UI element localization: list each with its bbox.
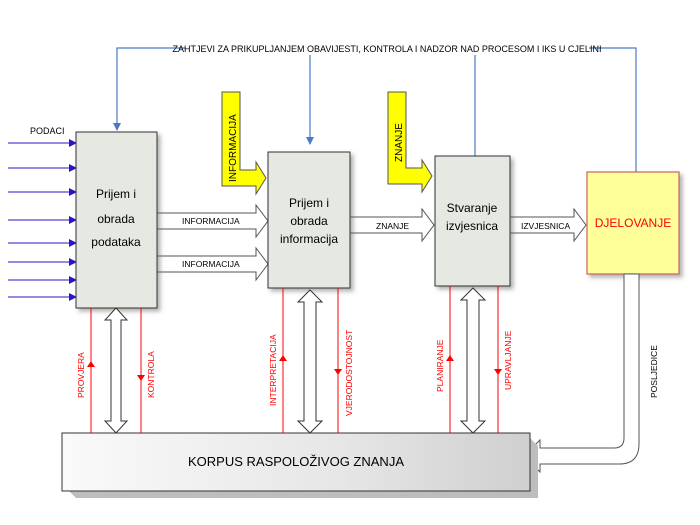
- knowledge-corpus: KORPUS RASPOLOŽIVOG ZNANJA: [61, 432, 538, 498]
- requirements-label: ZAHTJEVI ZA PRIKUPLJANJEM OBAVIJESTI, KO…: [173, 44, 602, 54]
- process-box-information: Prijem i obrada informacija: [267, 151, 351, 289]
- report-arrow: [509, 207, 587, 243]
- flow-arrows: INFORMACIJA INFORMACIJA ZNANJE IZVJESNIC…: [156, 203, 587, 282]
- process-box-report: Stvaranje izvjesnica: [434, 155, 511, 287]
- data-inputs-label: PODACI: [30, 126, 65, 136]
- management-label: UPRAVLJANJE: [503, 330, 513, 390]
- process-box-data-line2: obrada: [97, 212, 135, 226]
- information-arrow-upper-label: INFORMACIJA: [182, 216, 240, 226]
- knowledge-input-arrow: ZNANJE: [387, 91, 433, 194]
- knowledge-input-label: ZNANJE: [394, 123, 405, 162]
- credibility-label: VJERODOSTOJNOST: [344, 330, 354, 416]
- information-input-arrow: INFORMACIJA: [221, 91, 267, 196]
- information-arrow-lower-label: INFORMACIJA: [182, 259, 240, 269]
- planning-label: PLANIRANJE: [435, 339, 445, 392]
- check-label: PROVJERA: [76, 352, 86, 398]
- corpus-links: PROVJERA KONTROLA INTERPRETACIJA VJERODO…: [76, 286, 513, 434]
- process-box-information-line1: Prijem i: [289, 196, 329, 210]
- information-arrow-lower: [156, 246, 269, 282]
- process-box-data-line1: Prijem i: [96, 187, 136, 201]
- feedback-loop: ZAHTJEVI ZA PRIKUPLJANJEM OBAVIJESTI, KO…: [113, 41, 637, 172]
- process-box-report-line2: izvjesnica: [446, 219, 498, 233]
- control-label: KONTROLA: [146, 351, 156, 398]
- knowledge-corpus-label: KORPUS RASPOLOŽIVOG ZNANJA: [188, 454, 404, 469]
- knowledge-arrow: [349, 207, 435, 243]
- data-input-arrows: PODACI: [8, 126, 77, 301]
- information-arrow-upper: [156, 203, 269, 239]
- report-arrow-label: IZVJESNICA: [521, 221, 570, 231]
- interpretation-label: INTERPRETACIJA: [268, 334, 278, 406]
- process-box-data: Prijem i obrada podataka: [75, 131, 158, 309]
- consequences-arrow: POSLJEDICE: [523, 273, 659, 474]
- knowledge-arrow-label: ZNANJE: [376, 221, 409, 231]
- process-box-data-line3: podataka: [91, 235, 141, 249]
- process-box-report-line1: Stvaranje: [447, 201, 498, 215]
- action-box-label: DJELOVANJE: [595, 216, 671, 230]
- double-arrow-box1: [103, 307, 129, 434]
- process-box-information-line3: informacija: [280, 232, 338, 246]
- action-box: DJELOVANJE: [586, 171, 680, 275]
- consequences-label: POSLJEDICE: [649, 345, 659, 398]
- double-arrow-box2: [296, 289, 324, 434]
- double-arrow-box3: [459, 287, 487, 434]
- information-input-label: INFORMACIJA: [228, 114, 239, 182]
- process-box-information-line2: obrada: [290, 214, 328, 228]
